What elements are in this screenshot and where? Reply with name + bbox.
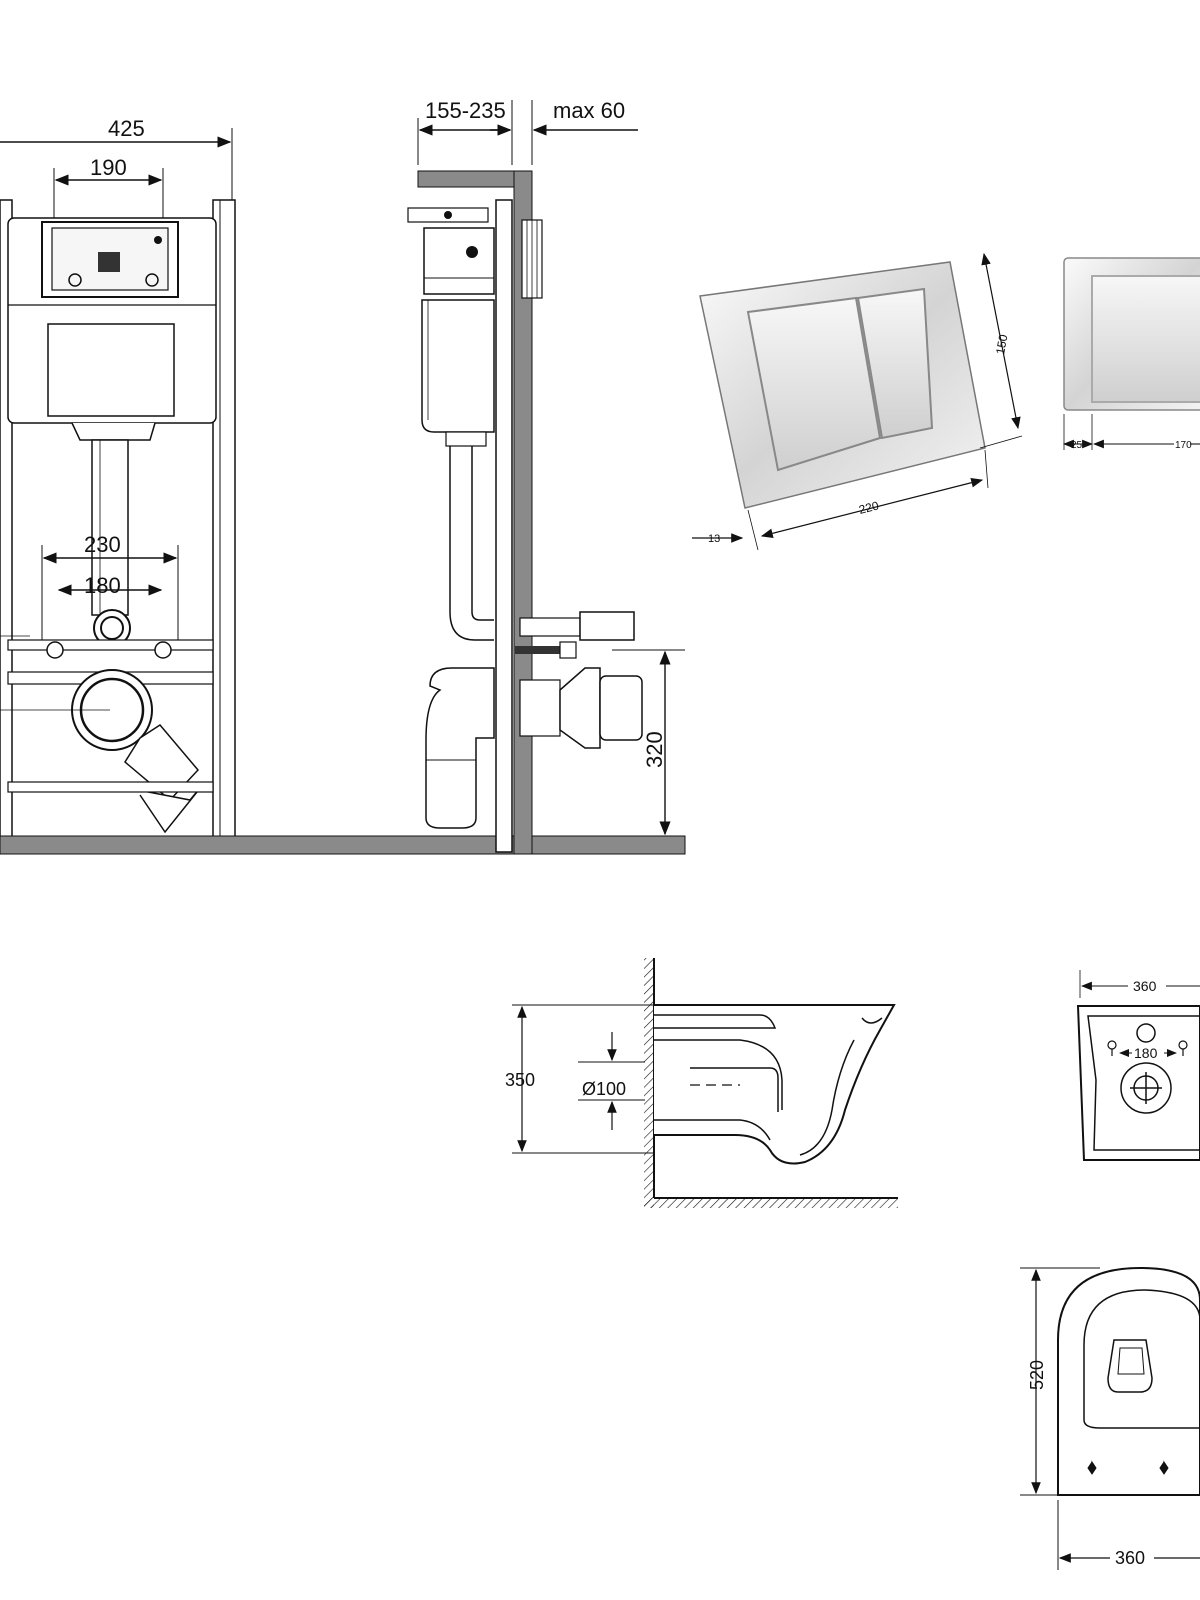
side-margin-label: 25	[1071, 440, 1083, 451]
plate-width-label: 220	[857, 498, 880, 517]
back-width-label: 360	[1133, 978, 1157, 994]
frame-front-view: 425 190 230 180	[0, 116, 686, 855]
plate-height-label: 150	[993, 333, 1010, 355]
bowl-height-label: 350	[505, 1070, 535, 1090]
depth-label: 155-235	[425, 98, 506, 123]
drain-diameter-label: Ø100	[582, 1079, 626, 1099]
button-width-label: 170	[1175, 440, 1192, 451]
top-width-label: 360	[1115, 1548, 1145, 1568]
wall-thickness-label: max 60	[553, 98, 625, 123]
toilet-side-view: 350 Ø100	[505, 958, 898, 1208]
support-spacing-label: 230	[84, 532, 121, 557]
flush-button-small	[746, 296, 882, 472]
frame-width-label: 425	[108, 116, 145, 141]
panel-width-label: 190	[90, 155, 127, 180]
plate-thickness-label: 13	[708, 533, 720, 545]
frame-side-view: 155-235 max 60	[407, 98, 685, 855]
flush-button-large	[856, 287, 934, 440]
toilet-top-view: 520 360	[1020, 1266, 1200, 1570]
pin-spacing-label: 180	[84, 573, 121, 598]
outlet-height-label: 320	[642, 731, 667, 768]
flush-plate-perspective: 150 220 13	[692, 252, 1023, 551]
toilet-back-view: 360 180	[1076, 970, 1200, 1161]
top-length-label: 520	[1027, 1360, 1047, 1390]
back-pin-spacing-label: 180	[1134, 1045, 1158, 1061]
flush-plate-front: 25 170	[1062, 257, 1200, 451]
